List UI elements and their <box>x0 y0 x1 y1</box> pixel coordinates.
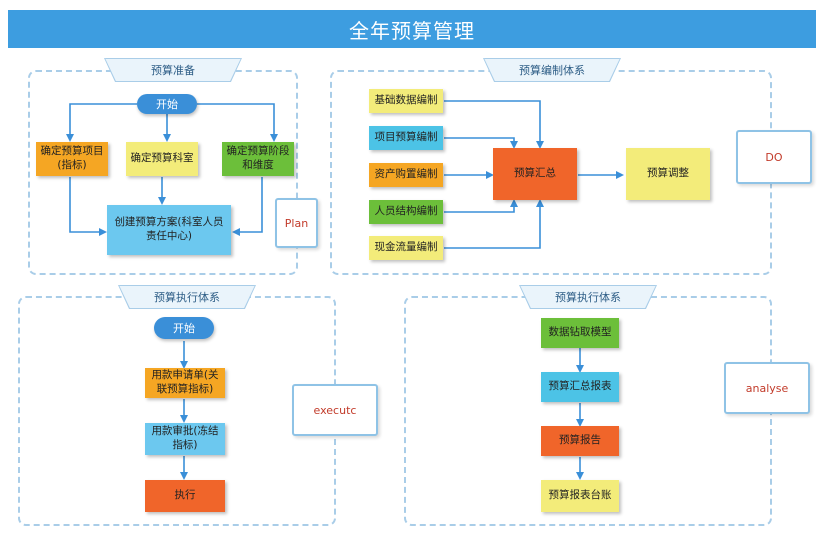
compile-item-asset-purchase: 资产购置编制 <box>369 163 443 187</box>
panel-tab-prep: 预算准备 <box>105 58 241 81</box>
analyse-side-label: analyse <box>724 362 810 414</box>
compile-item-project-budget: 项目预算编制 <box>369 126 443 150</box>
create-budget-plan-node: 创建预算方案(科室人员责任中心) <box>107 205 231 255</box>
data-drill-model-node: 数据钻取模型 <box>541 318 619 348</box>
budget-report-ledger-node: 预算报表台账 <box>541 480 619 512</box>
execute-node: 执行 <box>145 480 225 512</box>
page-title: 全年预算管理 <box>8 10 816 48</box>
panel-tab-analyse: 预算执行体系 <box>520 285 656 308</box>
budget-report-node: 预算报告 <box>541 426 619 456</box>
determine-budget-items-node: 确定预算项目(指标) <box>36 142 108 176</box>
budget-summary-report-node: 预算汇总报表 <box>541 372 619 402</box>
determine-budget-departments-node: 确定预算科室 <box>126 142 198 176</box>
determine-budget-stages-node: 确定预算阶段和维度 <box>222 142 294 176</box>
compile-item-staff-structure: 人员结构编制 <box>369 200 443 224</box>
do-side-label: DO <box>736 130 812 184</box>
panel-tab-exec: 预算执行体系 <box>119 285 255 308</box>
budget-summary-node: 预算汇总 <box>493 148 577 200</box>
compile-item-basic-data: 基础数据编制 <box>369 89 443 113</box>
budget-adjust-node: 预算调整 <box>626 148 710 200</box>
payment-approval-node: 用款审批(冻结指标) <box>145 423 225 455</box>
panel-tab-compile: 预算编制体系 <box>484 58 620 81</box>
payment-request-node: 用款申请单(关联预算指标) <box>145 368 225 398</box>
execute-side-label: executc <box>292 384 378 436</box>
start-node-prep: 开始 <box>137 94 197 114</box>
start-node-exec: 开始 <box>154 317 214 339</box>
compile-item-cash-flow: 现金流量编制 <box>369 236 443 260</box>
plan-side-label: Plan <box>275 198 318 248</box>
